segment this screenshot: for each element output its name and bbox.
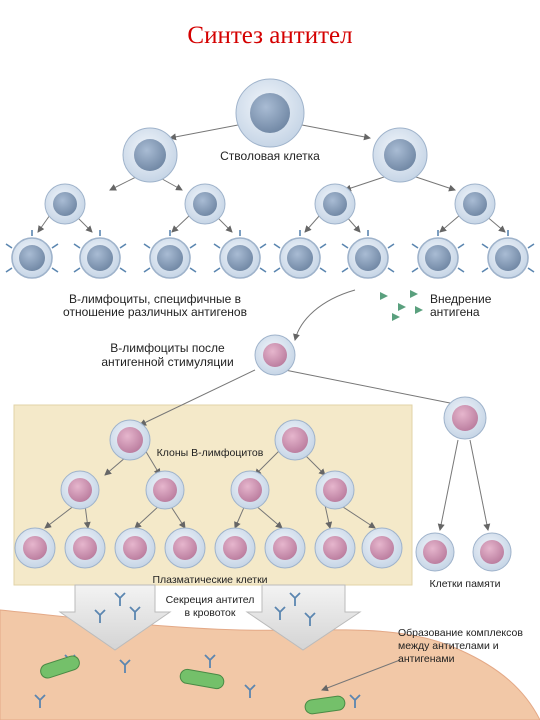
bacteria (40, 655, 346, 715)
stem-cell (235, 78, 305, 148)
page-title: Синтез антител (187, 22, 353, 49)
plasma-cells (14, 527, 403, 569)
label-antigen-intro-1: Внедрение (430, 292, 492, 306)
stimulated-b-cell (254, 334, 296, 376)
label-complex-3: антигенами (398, 653, 455, 665)
label-complex-1: Образование комплексов (398, 627, 523, 639)
label-stem-cell: Стволовая клетка (220, 149, 320, 163)
label-plasma: Плазматические клетки (152, 574, 268, 586)
antigen-particles (380, 290, 423, 321)
label-memory: Клетки памяти (429, 578, 501, 590)
secretion-arrow-right (245, 584, 362, 651)
secretion-arrow-left (58, 584, 172, 651)
label-after-stim-2: антигенной стимуляции (101, 355, 234, 369)
antibodies (34, 592, 361, 708)
tree-arrows (37, 124, 506, 692)
label-complex-2: между антителами и (398, 640, 499, 652)
label-antigen-intro-2: антигена (430, 305, 480, 319)
progenitor-cell-right (372, 127, 428, 183)
progenitor-cell-left (122, 127, 178, 183)
label-clones: Клоны В-лимфоцитов (156, 447, 264, 459)
b-lymphocytes-row (5, 230, 535, 279)
label-secretion-1: Секреция антител (165, 594, 255, 606)
label-b-lymph-2: отношение различных антигенов (63, 305, 247, 319)
label-secretion-2: в кровоток (184, 607, 236, 619)
clone-cells (60, 419, 355, 510)
memory-cells (415, 396, 512, 572)
label-after-stim-1: В-лимфоциты после (110, 341, 225, 355)
label-b-lymph-1: В-лимфоциты, специфичные в (68, 292, 242, 306)
precursor-cells (44, 183, 496, 225)
